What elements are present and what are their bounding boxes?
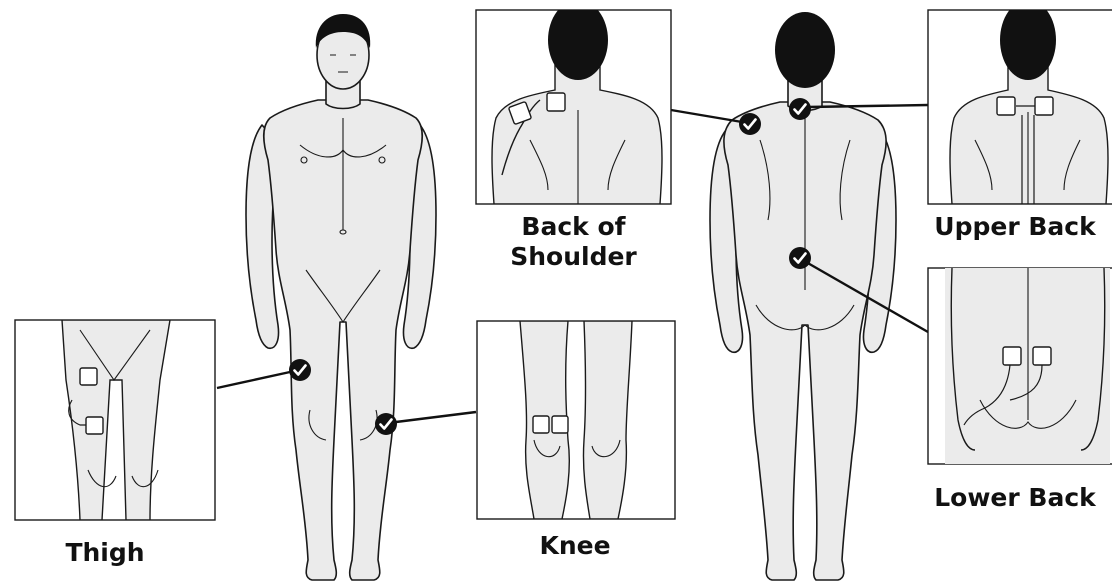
- back-body-figure: [710, 80, 896, 580]
- knee-pad-left: [533, 416, 549, 433]
- inset-knee: [477, 321, 675, 519]
- label-back-of-shoulder-line2: Shoulder: [476, 242, 671, 272]
- thigh-pad-top: [80, 368, 97, 385]
- label-knee: Knee: [500, 531, 650, 561]
- label-lower-back: Lower Back: [920, 483, 1110, 513]
- thigh-connector: [217, 372, 290, 388]
- lower-back-marker-icon: [789, 247, 811, 269]
- inset-upper-back: [928, 0, 1112, 204]
- inset-thigh: [15, 320, 215, 520]
- upper-back-pad-right: [1035, 97, 1053, 115]
- front-body-figure: [246, 21, 436, 580]
- back-shoulder-marker-icon: [739, 113, 761, 135]
- knee-connector: [396, 412, 476, 422]
- upper-back-pad-left: [997, 97, 1015, 115]
- front-thigh-marker-icon: [289, 359, 311, 381]
- knee-pad-right: [552, 416, 568, 433]
- lower-back-pad-right: [1033, 347, 1051, 365]
- label-upper-back: Upper Back: [920, 212, 1110, 242]
- label-back-of-shoulder: Back of Shoulder: [476, 212, 671, 272]
- shoulder-connector: [671, 110, 742, 122]
- lower-back-pad-left: [1003, 347, 1021, 365]
- front-knee-marker-icon: [375, 413, 397, 435]
- upper-back-marker-icon: [789, 98, 811, 120]
- label-back-of-shoulder-line1: Back of: [476, 212, 671, 242]
- label-thigh: Thigh: [40, 538, 170, 568]
- back-head: [775, 12, 835, 88]
- inset-back-of-shoulder: [476, 0, 671, 204]
- shoulder-pad-top: [547, 93, 565, 111]
- thigh-pad-bottom: [86, 417, 103, 434]
- inset-lower-back: [928, 268, 1112, 464]
